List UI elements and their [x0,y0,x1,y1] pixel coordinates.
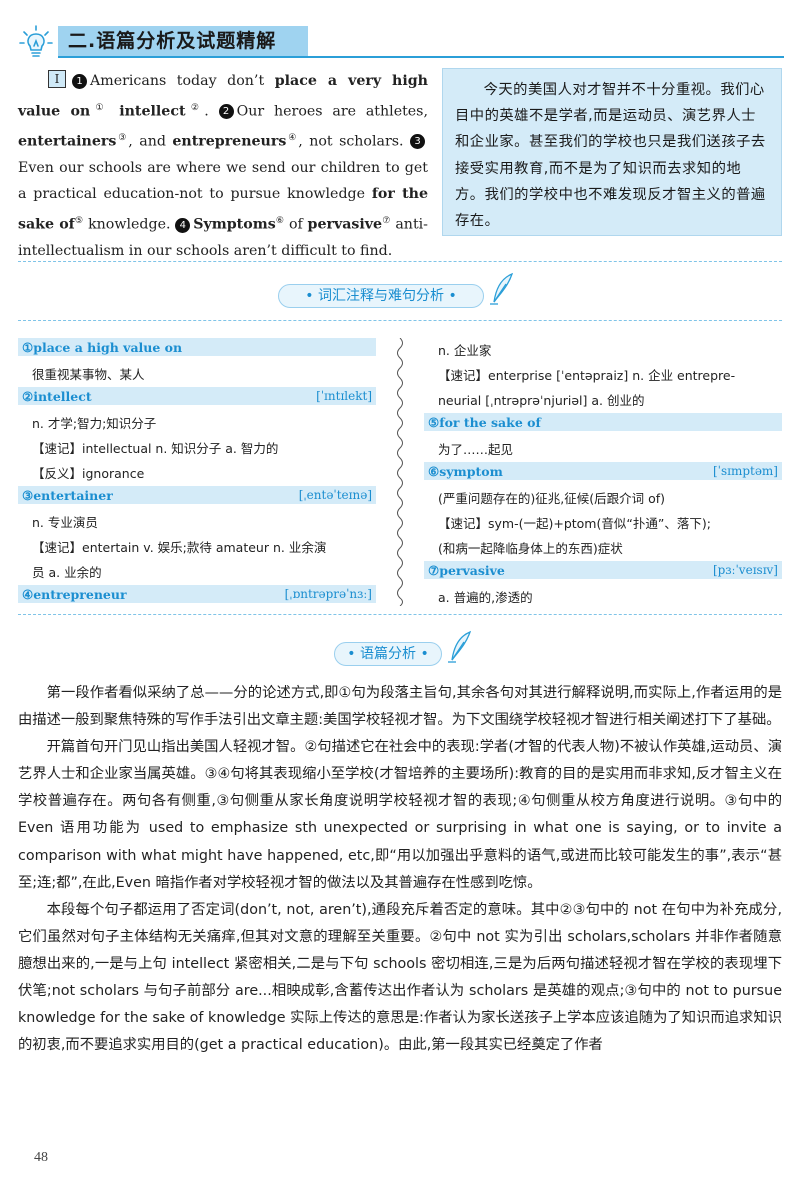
vocab-entry-head: ⑦pervasive [pɜːˈveɪsɪv] [424,561,782,579]
sentence-number-4: 4 [175,217,191,233]
vocab-line: 【反义】ignorance [32,466,145,481]
vocab-line: (严重问题存在的)征兆,征候(后跟介词 of) [438,491,666,506]
header-bar [58,26,308,56]
header-underline [58,56,784,58]
vocab-section-badge: • 词汇注释与难句分析 • [278,284,484,308]
marker: ④ [286,132,299,143]
analysis-paragraph: 本段每个句子都运用了否定词(don’t, not, aren’t),通段充斥着否… [18,901,782,1054]
divider [18,320,782,321]
vocab-phonetic: [ˈsɪmptəm] [712,464,778,478]
divider [18,261,782,262]
marker: ⑤ [74,215,84,226]
vocab-entry-head: ②intellect [ˈɪntɪlekt] [18,387,376,405]
vocab-entry-head: ⑤for the sake of [424,413,782,431]
passage-s2: Our heroes are athletes, [236,103,428,120]
vocab-word: ④entrepreneur [22,586,127,602]
passage-s3-end: knowledge. [83,216,176,233]
vocab-line: n. 专业演员 [32,515,98,530]
paragraph-tag: Ⅰ [48,70,66,88]
vocab-line: n. 才学;智力;知识分子 [32,416,157,431]
phrase-place-high-value: place a very high value on [18,73,428,120]
page-number: 48 [34,1150,48,1165]
word-symptoms: Symptoms [193,216,276,233]
word-pervasive: pervasive [307,216,383,233]
vocab-word: ①place a high value on [22,339,183,355]
vocab-word: ③entertainer [22,487,113,503]
page-title: 二.语篇分析及试题精解 [68,30,277,52]
vocab-entry-head: ⑥symptom [ˈsɪmptəm] [424,462,782,480]
vocab-line: 【速记】intellectual n. 知识分子 a. 智力的 [32,441,279,456]
marker: ⑦ [382,215,391,226]
translation-box: 今天的美国人对才智并不十分重视。我们心目中的英雄不是学者,而是运动员、演艺界人士… [442,68,782,236]
word-entertainers: entertainers [18,133,117,150]
vocab-line: a. 普遍的,渗透的 [438,590,533,605]
sentence-number-3: 3 [410,134,425,150]
vocab-right-column: n. 企业家【速记】enterprise [ˈentəpraiz] n. 企业 … [424,338,782,610]
divider [18,614,782,615]
vocab-phonetic: [pɜːˈveɪsɪv] [713,563,778,577]
vocab-line: 【速记】entertain v. 娱乐;款待 amateur n. 业余演 [32,540,327,555]
analysis-paragraph: 第一段作者看似采纳了总——分的论述方式,即①句为段落主旨句,其余各句对其进行解释… [18,685,782,729]
passage-s4-end: anti-intellectualism in our schools aren… [18,216,428,260]
vocab-line: 为了……起见 [438,442,514,457]
analysis-section-badge: • 语篇分析 • [334,642,442,666]
vocab-word: ⑤for the sake of [428,414,541,430]
vocab-entry-head: ④entrepreneur [ˌɒntrəprəˈnɜː] [18,585,376,603]
vocab-entry-head: ①place a high value on [18,338,376,356]
column-chain-divider [397,338,403,606]
vocab-phonetic: [ˈɪntɪlekt] [316,389,372,403]
passage-s3: Even our schools are where we send our c… [18,159,428,203]
vocab-line: 很重视某事物、某人 [32,367,145,382]
analysis-text: 第一段作者看似采纳了总——分的论述方式,即①句为段落主旨句,其余各句对其进行解释… [18,680,782,1059]
vocab-word: ⑥symptom [428,463,503,479]
vocab-line: 员 a. 业余的 [32,565,102,580]
vocab-phonetic: [ˌentəˈteɪnə] [298,488,372,502]
quill-icon [490,272,514,305]
passage-s1-end: . [204,103,219,120]
vocab-line: 【速记】sym-(一起)+ptom(音似“扑通”、落下); [438,516,711,531]
sentence-number-1: 1 [72,74,87,89]
passage-s2-end: , not scholars. [298,133,410,150]
vocab-word: ②intellect [22,388,92,404]
marker: ② [185,102,205,113]
passage-s2-mid: , and [128,133,173,150]
word-entrepreneurs: entrepreneurs [172,133,287,150]
analysis-paragraph: 开篇首句开门见山指出美国人轻视才智。②句描述它在社会中的表现:学者(才智的代表人… [18,739,782,891]
vocab-left-column: ①place a high value on 很重视某事物、某人 ②intellec… [18,338,376,609]
sentence-number-2: 2 [218,104,234,120]
vocab-line: neurial [ˌntrəprəˈnjuriəl] a. 创业的 [438,393,645,408]
vocab-phonetic: [ˌɒntrəprəˈnɜː] [284,587,372,601]
phrase-for-the-sake-of: for the sake of [18,186,428,233]
passage-s4-mid: of [284,216,308,233]
quill-icon [448,630,472,663]
section-header: 二.语篇分析及试题精解 [18,22,784,60]
vocab-entry-head: ③entertainer [ˌentəˈteɪnə] [18,486,376,504]
marker: ③ [116,132,129,143]
lightbulb-icon [19,25,53,57]
vocab-word: ⑦pervasive [428,562,505,578]
marker: ⑥ [275,215,285,226]
marker: ① [90,102,109,113]
word-intellect: intellect [108,103,186,120]
vocab-line: (和病一起降临身体上的东西)症状 [438,541,623,556]
vocab-line: 【速记】enterprise [ˈentəpraiz] n. 企业 entrep… [438,368,736,383]
vocab-line: n. 企业家 [438,343,492,358]
passage-s1: Americans today don’t [90,73,275,89]
